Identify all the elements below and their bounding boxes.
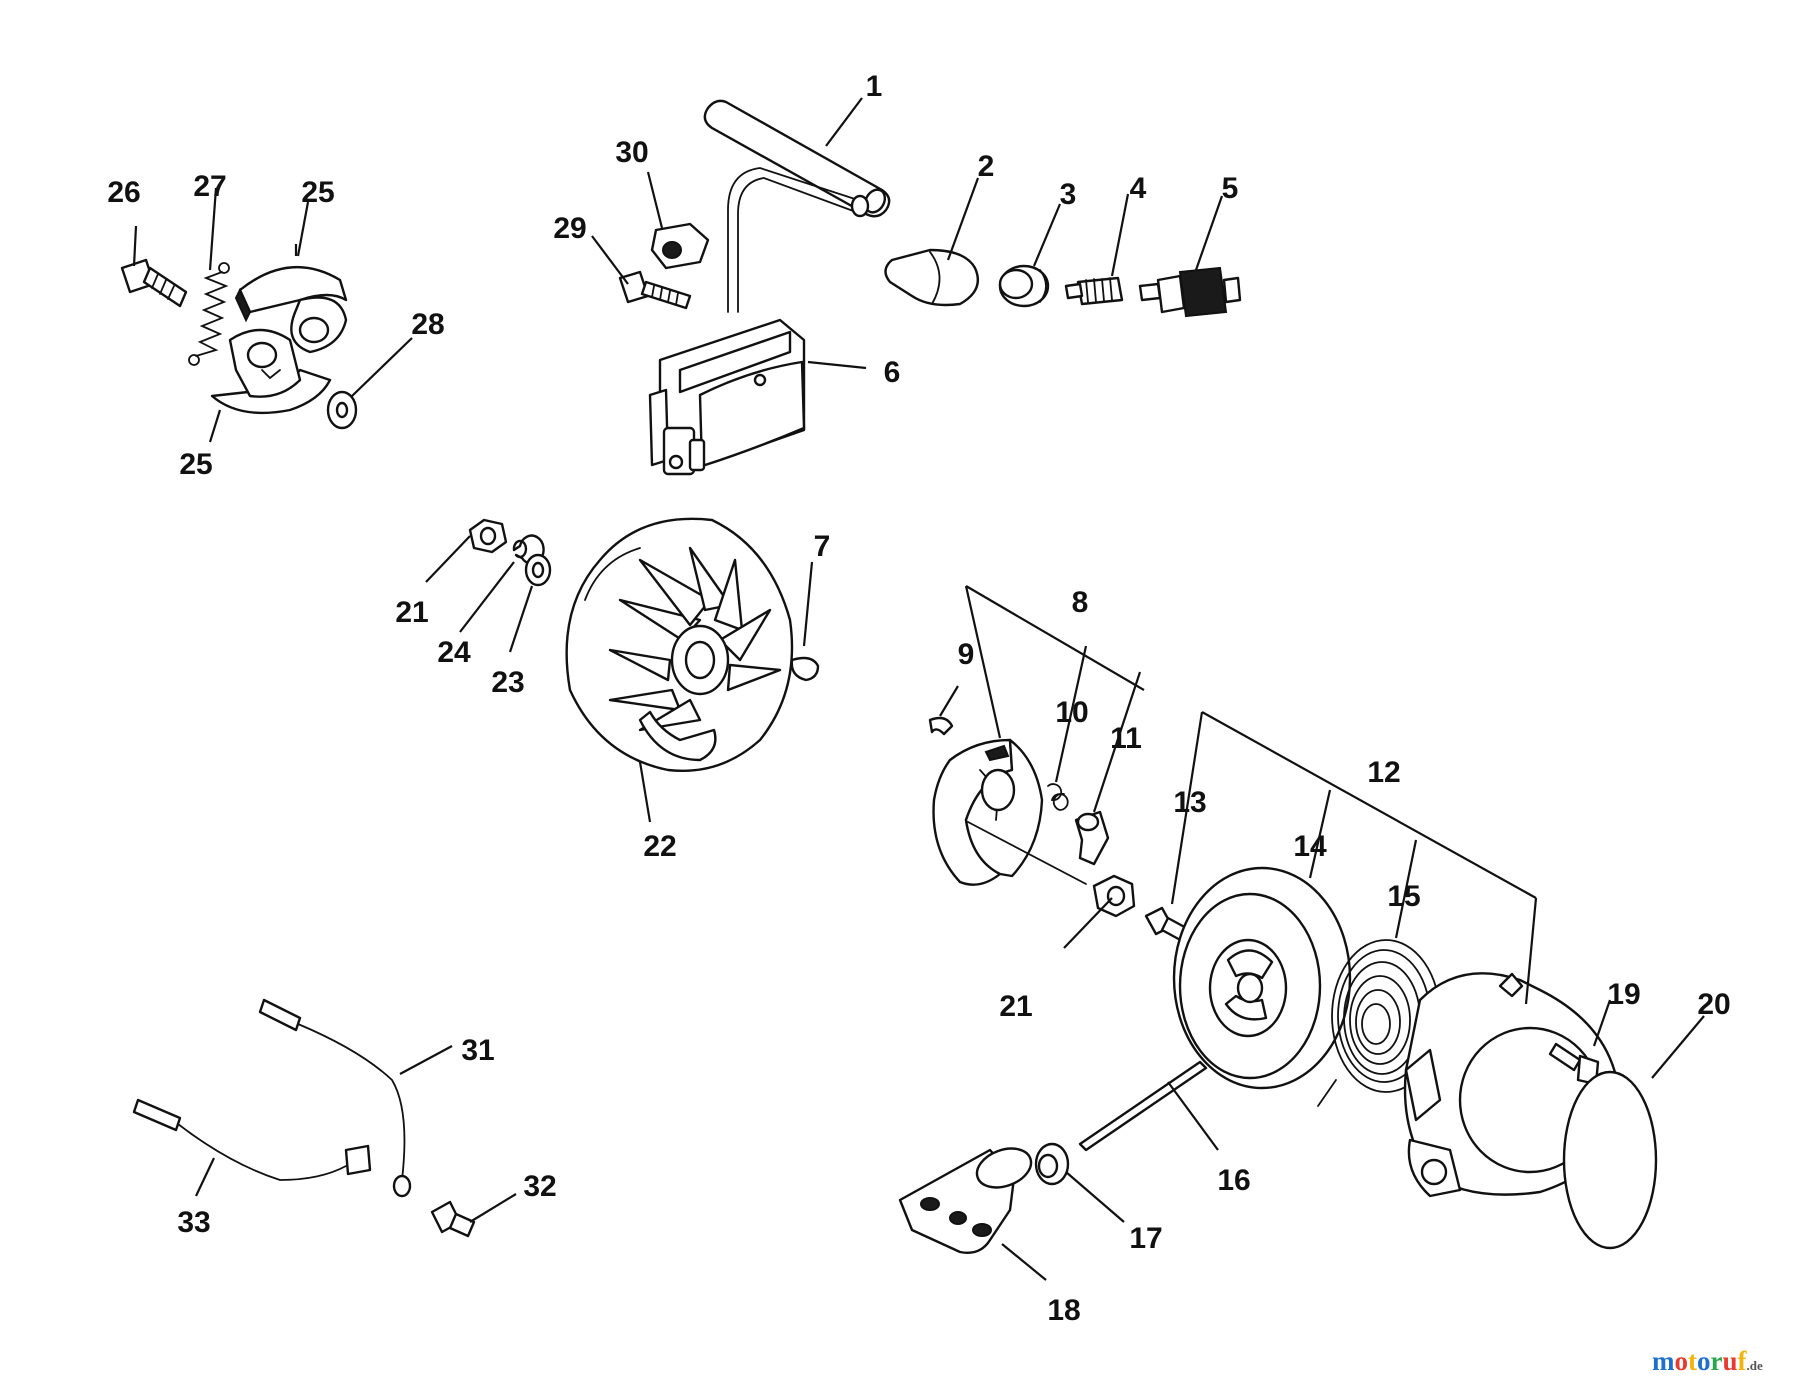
callout-32: 32	[523, 1170, 556, 1203]
callout-20: 20	[1697, 988, 1730, 1021]
callout-4: 4	[1130, 172, 1147, 205]
callout-6: 6	[884, 356, 901, 389]
part-26-bolt	[120, 258, 188, 308]
part-28-washer	[326, 390, 358, 430]
callout-23: 23	[491, 666, 524, 699]
part-31-wire	[258, 998, 412, 1198]
callout-16: 16	[1217, 1164, 1250, 1197]
shaft-line	[967, 821, 1087, 885]
part-3-grommet	[998, 264, 1050, 308]
part-16-rope	[1078, 1060, 1208, 1152]
callout-2: 2	[978, 150, 995, 183]
callout-11: 11	[1110, 722, 1142, 755]
callout-14: 14	[1293, 830, 1327, 863]
callout-21-lower: 21	[999, 990, 1032, 1023]
callout-5: 5	[1222, 172, 1239, 205]
watermark-letter: t	[1688, 1346, 1697, 1376]
part-11-pawl	[1074, 810, 1110, 866]
callout-24: 24	[437, 636, 471, 669]
part-29-screw	[618, 270, 692, 310]
callout-19: 19	[1607, 978, 1640, 1011]
watermark-letter: o	[1697, 1346, 1711, 1376]
part-4-terminal	[1064, 276, 1124, 306]
callout-8: 8	[1072, 586, 1089, 619]
watermark-letter: r	[1711, 1346, 1723, 1376]
watermark-letter: f	[1738, 1346, 1748, 1376]
callout-30: 30	[615, 136, 648, 169]
callout-31: 31	[461, 1034, 494, 1067]
callout-27: 27	[193, 170, 226, 203]
callout-9: 9	[958, 638, 975, 671]
part-27-spring	[188, 262, 230, 366]
part-8-pawl-assembly	[932, 738, 1044, 886]
callout-15: 15	[1387, 880, 1420, 913]
callout-13: 13	[1173, 786, 1206, 819]
callout-21-upper: 21	[395, 596, 428, 629]
callout-12: 12	[1367, 756, 1400, 789]
part-25-clutch-shoes	[210, 265, 348, 415]
part-14-reel	[1172, 866, 1352, 1090]
part-6-ignition-coil	[648, 167, 870, 476]
watermark-letter: m	[1652, 1346, 1675, 1376]
callout-3: 3	[1060, 178, 1077, 211]
callout-labels: 1 2 3 4 5 6 7 8 9 10 11 12 13 14 15 16 1…	[107, 70, 1730, 1327]
part-20-cover	[1562, 1070, 1658, 1250]
part-18-handle	[898, 1147, 1033, 1254]
callout-29: 29	[553, 212, 586, 245]
part-22-flywheel	[565, 517, 794, 772]
part-5-spark-plug	[1138, 266, 1242, 318]
part-9-clip	[928, 716, 954, 736]
part-1-tube	[703, 99, 891, 218]
watermark-text: motoruf.de	[1652, 1346, 1763, 1376]
watermark-letter: o	[1675, 1346, 1689, 1376]
watermark-logo: motoruf.de	[1652, 1346, 1763, 1376]
callout-28: 28	[411, 308, 444, 341]
leader-lines	[132, 97, 1705, 1281]
part-17-grommet	[1034, 1142, 1070, 1186]
part-33-wire	[132, 1098, 372, 1181]
callout-10: 10	[1055, 696, 1088, 729]
callout-25-lower: 25	[179, 448, 212, 481]
part-2-plug-boot	[884, 248, 980, 307]
callout-26: 26	[107, 176, 140, 209]
part-21-nut-upper	[468, 518, 508, 554]
callout-7: 7	[814, 530, 831, 563]
part-32-screw	[430, 1200, 476, 1238]
part-30-nut	[650, 222, 710, 270]
callout-17: 17	[1129, 1222, 1162, 1255]
part-7-key	[790, 656, 820, 682]
watermark-letter: u	[1722, 1346, 1737, 1376]
callout-25-upper: 25	[301, 176, 334, 209]
callout-33: 33	[177, 1206, 210, 1239]
callout-22: 22	[643, 830, 676, 863]
watermark-suffix: .de	[1747, 1358, 1763, 1373]
part-10-spring	[1047, 783, 1069, 811]
callout-1: 1	[866, 70, 883, 103]
callout-18: 18	[1047, 1294, 1080, 1327]
part-23-washer	[524, 553, 552, 587]
